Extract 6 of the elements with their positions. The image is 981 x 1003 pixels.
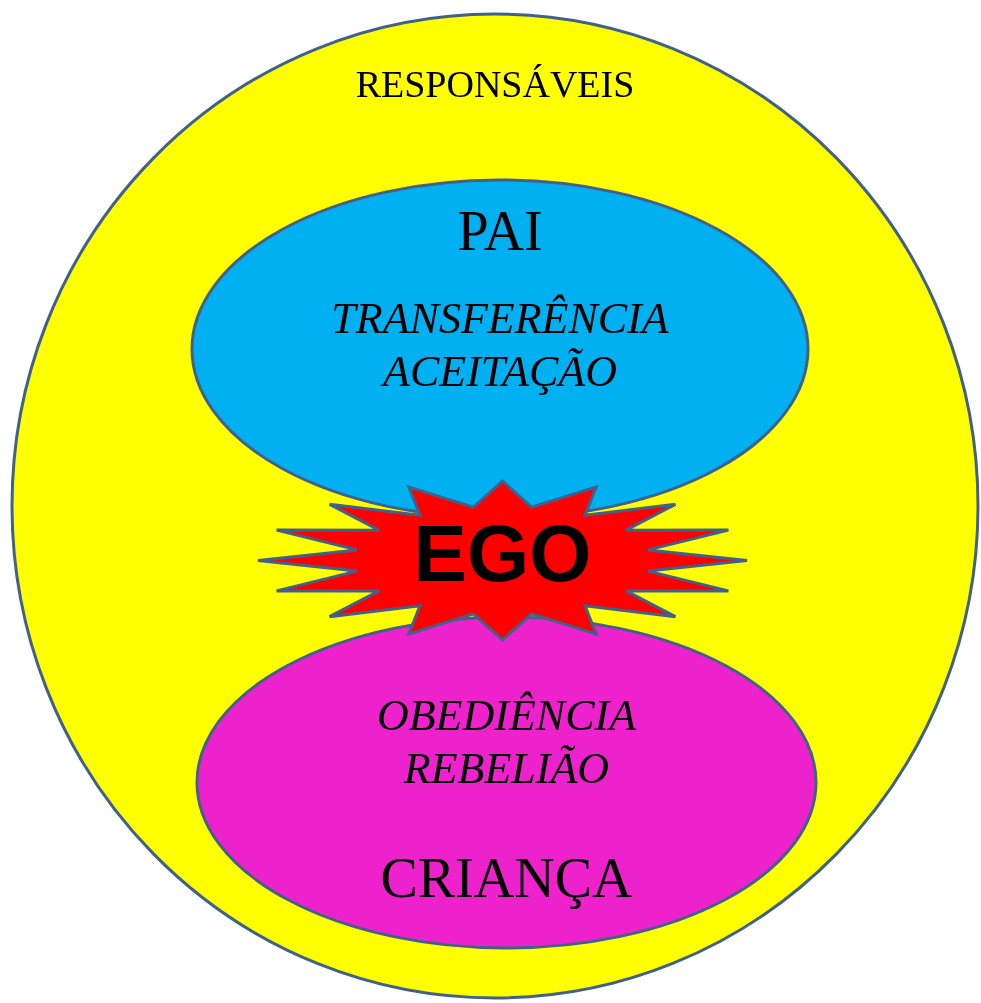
group-title: RESPONSÁVEIS [355,62,635,107]
ellipse-title: CRIANÇA [380,846,633,911]
ellipse-text: OBEDIÊNCIA REBELIÃO [375,690,638,795]
star-label: EGO [413,508,592,600]
ellipse-title: PAI [457,199,543,264]
ellipse-text: TRANSFERÊNCIA ACEITAÇÃO [330,293,670,398]
